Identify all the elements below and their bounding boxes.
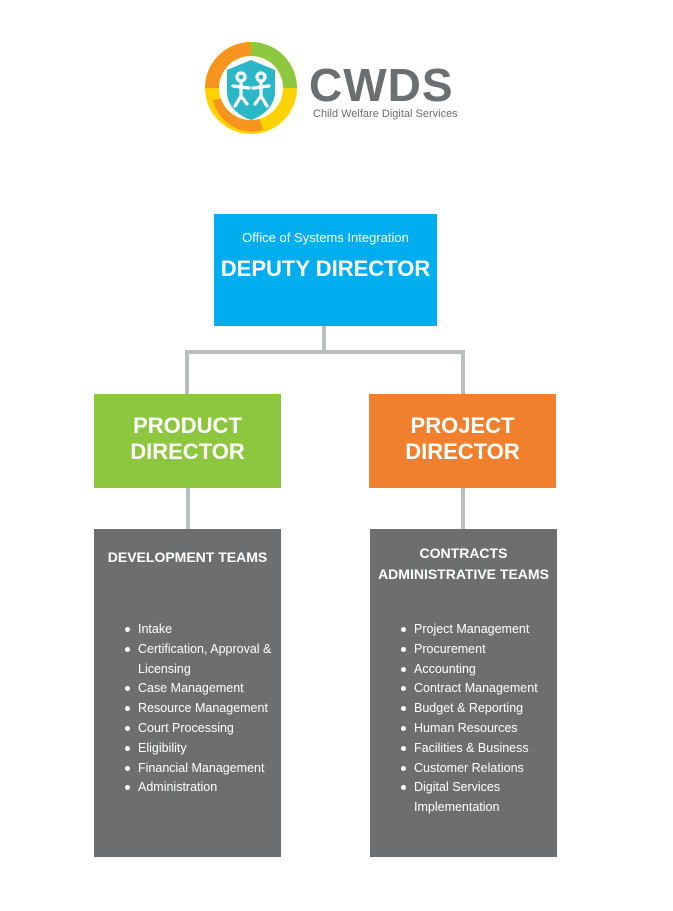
project-director-title: PROJECT DIRECTOR [405, 413, 520, 464]
cwds-emblem-icon [205, 42, 297, 134]
list-item: Customer Relations [400, 759, 555, 779]
connector-to-product [185, 350, 189, 394]
list-item: Accounting [400, 660, 555, 680]
office-name: Office of Systems Integration [242, 230, 409, 245]
list-item: Financial Management [124, 759, 276, 779]
connector-to-project [461, 350, 465, 394]
contracts-administrative-teams-box: CONTRACTS ADMINISTRATIVE TEAMS Project M… [370, 529, 557, 857]
development-teams-box: DEVELOPMENT TEAMS Intake Certification, … [94, 529, 281, 857]
list-item: Court Processing [124, 719, 276, 739]
list-item: Case Management [124, 679, 276, 699]
cwds-logo: CWDS Child Welfare Digital Services [203, 40, 463, 140]
product-director-title: PRODUCT DIRECTOR [130, 413, 245, 464]
project-director-box: PROJECT DIRECTOR [369, 394, 556, 488]
list-item: Contract Management [400, 679, 555, 699]
product-director-box: PRODUCT DIRECTOR [94, 394, 281, 488]
list-item: Digital Services Implementation [400, 778, 555, 818]
logo-wordmark: CWDS [309, 59, 454, 111]
list-item: Project Management [400, 620, 555, 640]
development-teams-title: DEVELOPMENT TEAMS [107, 549, 268, 565]
development-teams-list: Intake Certification, Approval & Licensi… [124, 620, 276, 798]
list-item: Eligibility [124, 739, 276, 759]
connector-deputy-down [322, 326, 326, 352]
list-item: Intake [124, 620, 276, 640]
logo-subtitle: Child Welfare Digital Services [313, 108, 458, 120]
connector-product-to-teams [186, 488, 190, 529]
list-item: Procurement [400, 640, 555, 660]
list-item: Administration [124, 778, 276, 798]
deputy-director-box: Office of Systems Integration DEPUTY DIR… [214, 214, 437, 326]
list-item: Facilities & Business [400, 739, 555, 759]
list-item: Resource Management [124, 699, 276, 719]
contracts-teams-title: CONTRACTS ADMINISTRATIVE TEAMS [378, 545, 549, 582]
connector-horizontal [185, 350, 465, 354]
list-item: Human Resources [400, 719, 555, 739]
connector-project-to-teams [461, 488, 465, 529]
contracts-teams-list: Project Management Procurement Accountin… [400, 620, 555, 818]
list-item: Certification, Approval & Licensing [124, 640, 276, 680]
list-item: Budget & Reporting [400, 699, 555, 719]
deputy-director-title: DEPUTY DIRECTOR [220, 256, 431, 281]
